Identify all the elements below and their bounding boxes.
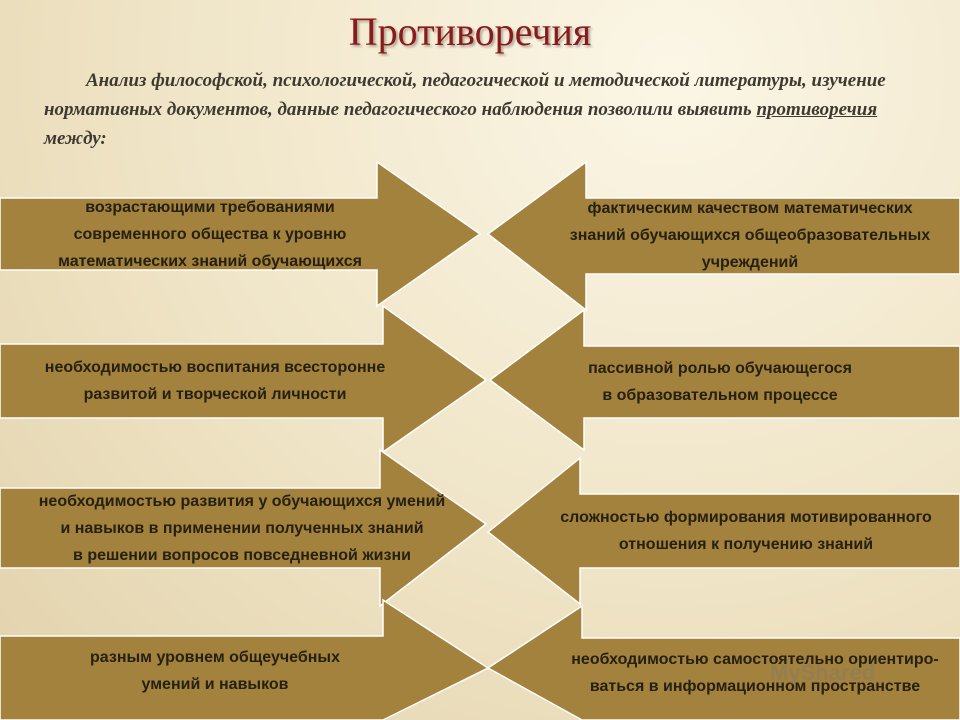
right-arrow-3	[486, 456, 960, 606]
intro-text: Анализ философской, психологической, пед…	[44, 70, 886, 120]
left-item-3: необходимостью развития у обучающихся ум…	[38, 492, 446, 564]
left-arrow-3	[0, 448, 488, 608]
intro-underlined-word: противоречия	[756, 99, 878, 120]
intro-ending: между:	[44, 128, 107, 149]
left-item-1: возрастающими требованиями современного …	[58, 198, 362, 270]
left-arrow-2	[0, 304, 488, 454]
left-arrow-1	[0, 160, 482, 308]
intro-paragraph: Анализ философской, психологической, пед…	[44, 66, 904, 153]
right-item-1: фактическим качеством математических зна…	[569, 199, 931, 271]
myshared-watermark: MyShared	[770, 660, 876, 685]
slide-title: Противоречия	[348, 9, 592, 54]
right-arrow-1	[486, 160, 960, 312]
left-item-4: разным уровнем общеучебных умений и навы…	[90, 649, 340, 693]
right-item-3: сложностью формирования мотивированного …	[560, 509, 932, 553]
left-item-2: необходимостью воспитания всесторонне ра…	[44, 359, 386, 403]
right-item-2: пассивной ролью обучающегося в образоват…	[588, 360, 852, 404]
right-arrow-4	[486, 604, 960, 720]
right-arrow-2	[488, 308, 960, 452]
right-item-4: необходимостью самостоятельно ориентиро-…	[571, 651, 939, 695]
